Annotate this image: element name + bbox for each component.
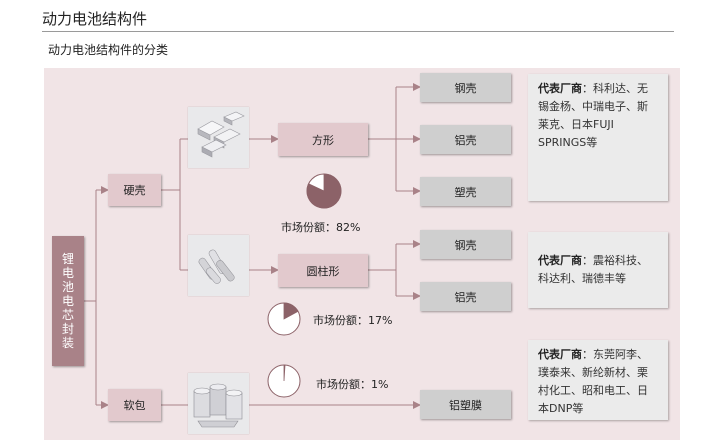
prismatic-cells-image: [188, 107, 249, 168]
material-steel-case-cylindrical: 钢壳: [420, 230, 511, 259]
pouch-film-image: [188, 373, 249, 434]
material-aluminum-case-cylindrical: 铝壳: [420, 282, 511, 311]
vendor-box-soft-pack: 代表厂商：东莞阿李、璞泰来、新纶新材、栗村化工、昭和电工、日本DNP等: [528, 340, 668, 420]
root-label-char: 装: [61, 336, 74, 350]
material-steel-case-prismatic: 钢壳: [420, 73, 511, 102]
vendor-label: 代表厂商: [538, 348, 582, 361]
vendor-list: ：震裕科技、科达利、瑞德丰等: [538, 254, 648, 285]
page-title: 动力电池结构件: [42, 10, 148, 28]
pie-share-slice: [306, 173, 342, 209]
material-plastic-case-prismatic: 塑壳: [420, 177, 511, 206]
material-aluminum-plastic-film: 铝塑膜: [420, 390, 511, 419]
root-label-char: 电: [61, 294, 74, 308]
node-cylindrical: 圆柱形: [278, 254, 368, 287]
pie-chart-icon: [267, 302, 301, 336]
diagram-subtitle: 动力电池结构件的分类: [48, 43, 169, 57]
vendor-label: 代表厂商: [538, 254, 582, 267]
title-divider: [42, 31, 674, 32]
pouch-film-icon: [193, 383, 243, 428]
cylindrical-cells-icon: [198, 249, 235, 284]
pie-chart-icon: [306, 173, 342, 209]
prismatic-cells-icon: [197, 111, 245, 158]
node-prismatic: 方形: [278, 123, 368, 156]
vendor-list: ：东莞阿李、璞泰来、新纶新材、栗村化工、昭和电工、日本DNP等: [538, 348, 648, 415]
vendor-list: ：科利达、无锡金杨、中瑞电子、斯莱克、日本FUJI SPRINGS等: [538, 82, 648, 149]
node-hard-case: 硬壳: [108, 174, 161, 206]
root-label-char: 封: [61, 322, 74, 336]
root-label-char: 池: [61, 280, 74, 294]
vendor-label: 代表厂商: [538, 82, 582, 95]
root-label-char: 电: [61, 266, 74, 280]
material-aluminum-case-prismatic: 铝壳: [420, 125, 511, 154]
market-share-cylindrical: 市场份额：17%: [313, 314, 393, 327]
root-label-char: 芯: [61, 308, 74, 322]
market-share-soft-pack: 市场份额：1%: [316, 378, 389, 391]
market-share-prismatic: 市场份额：82%: [281, 221, 361, 234]
node-soft-pack: 软包: [108, 389, 161, 421]
vendor-box-cylindrical: 代表厂商：震裕科技、科达利、瑞德丰等: [528, 232, 668, 308]
root-label-char: 锂: [61, 252, 74, 266]
pie-share-slice: [283, 302, 299, 320]
vendor-box-prismatic: 代表厂商：科利达、无锡金杨、中瑞电子、斯莱克、日本FUJI SPRINGS等: [528, 74, 668, 201]
pie-chart-icon: [267, 364, 301, 398]
root-node-cell-packaging: 锂电池电芯封装: [52, 236, 84, 366]
pie-share-slice: [283, 364, 286, 382]
cylindrical-cells-image: [188, 235, 249, 296]
